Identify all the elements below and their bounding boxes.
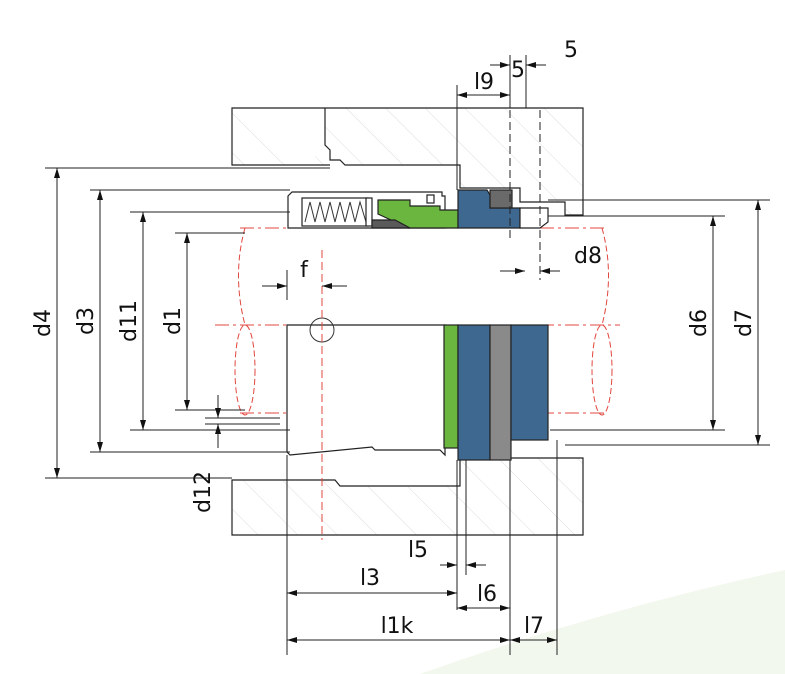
gasket-lower (489, 324, 512, 461)
label-d7: d7 (732, 309, 757, 337)
label-l7: l7 (524, 614, 544, 639)
label-l1k: l1k (381, 614, 414, 639)
seal-lower-section (286, 250, 549, 540)
label-d8: d8 (574, 244, 602, 269)
extension-lines (45, 55, 770, 655)
label-5b: 5 (564, 38, 578, 63)
label-d6: d6 (687, 309, 712, 337)
label-l9: l9 (474, 70, 494, 95)
label-d11: d11 (117, 300, 142, 342)
seal-upper-section (287, 110, 549, 280)
housing-top (231, 107, 584, 216)
label-l5: l5 (408, 538, 428, 563)
background-swoosh (420, 570, 785, 674)
label-d3: d3 (74, 307, 99, 335)
housing-bottom (231, 457, 584, 536)
label-l6: l6 (477, 582, 497, 607)
spring-icon (304, 200, 367, 223)
label-f: f (300, 258, 309, 283)
o-ring (371, 219, 411, 229)
label-d4: d4 (31, 309, 56, 337)
seat-lower-right (510, 324, 549, 441)
gasket (489, 189, 513, 209)
dimension-lines (54, 62, 761, 643)
label-d1: d1 (161, 307, 186, 335)
stationary-seat-lower (457, 324, 491, 461)
label-5a: 5 (511, 58, 525, 83)
label-l3: l3 (360, 566, 380, 591)
label-d12: d12 (191, 471, 216, 513)
rotary-face-lower (443, 324, 459, 449)
